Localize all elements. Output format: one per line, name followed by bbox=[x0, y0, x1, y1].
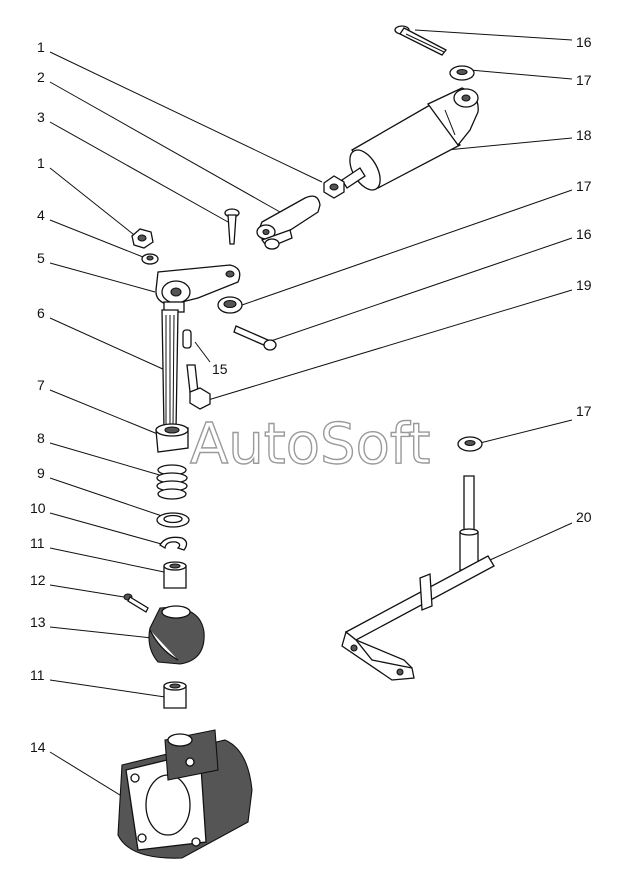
shaft-nut bbox=[155, 423, 189, 453]
callout-6: 6 bbox=[37, 305, 45, 321]
nut-lever bbox=[131, 228, 154, 249]
lock-washer bbox=[141, 253, 159, 265]
callout-11a: 11 bbox=[30, 535, 45, 551]
stop-bracket bbox=[341, 475, 495, 681]
callout-15: 15 bbox=[212, 361, 228, 377]
callout-14: 14 bbox=[30, 739, 46, 755]
washer-mid bbox=[217, 296, 243, 314]
callout-16a: 16 bbox=[576, 34, 592, 50]
gear-housing bbox=[117, 729, 253, 859]
callout-2: 2 bbox=[37, 69, 45, 85]
splined-shaft bbox=[161, 309, 179, 431]
gear-sector bbox=[148, 605, 205, 665]
callout-4: 4 bbox=[37, 207, 45, 223]
grease-fitting bbox=[123, 593, 149, 613]
hydraulic-cylinder bbox=[341, 87, 479, 191]
cotter-pin-mid bbox=[233, 325, 277, 351]
callout-1a: 1 bbox=[37, 39, 45, 55]
callout-17b: 17 bbox=[576, 178, 592, 194]
callout-12: 12 bbox=[30, 572, 46, 588]
callout-13: 13 bbox=[30, 614, 46, 630]
spring bbox=[156, 464, 188, 500]
callout-17c: 17 bbox=[576, 403, 592, 419]
watermark-text: AutoSoft bbox=[190, 412, 431, 477]
callout-3: 3 bbox=[37, 109, 45, 125]
cotter-pin-top bbox=[394, 25, 448, 56]
callout-16b: 16 bbox=[576, 226, 592, 242]
rod-end-fork bbox=[256, 195, 321, 250]
bushing-bottom bbox=[163, 681, 187, 709]
control-lever bbox=[155, 264, 241, 313]
callout-7: 7 bbox=[37, 377, 45, 393]
flat-washer bbox=[156, 512, 190, 528]
callout-20: 20 bbox=[576, 509, 592, 525]
callout-9: 9 bbox=[37, 465, 45, 481]
callout-8: 8 bbox=[37, 430, 45, 446]
nut-rod-end bbox=[323, 175, 345, 199]
callout-17a: 17 bbox=[576, 72, 592, 88]
callout-10: 10 bbox=[30, 500, 46, 516]
callout-18: 18 bbox=[576, 127, 592, 143]
callout-11b: 11 bbox=[30, 667, 45, 683]
washer-top bbox=[449, 65, 475, 81]
snap-ring bbox=[159, 536, 188, 551]
bushing-top bbox=[163, 561, 187, 589]
callout-19: 19 bbox=[576, 277, 592, 293]
woodruff-key bbox=[182, 329, 192, 349]
callout-1b: 1 bbox=[37, 155, 45, 171]
clevis-pin bbox=[224, 208, 240, 245]
hex-bolt bbox=[186, 364, 211, 410]
callout-labels: 1 2 3 1 4 5 6 7 8 9 10 11 12 13 11 14 16… bbox=[30, 34, 592, 755]
washer-right bbox=[457, 436, 483, 452]
leader-lines bbox=[49, 29, 573, 801]
callout-5: 5 bbox=[37, 250, 45, 266]
